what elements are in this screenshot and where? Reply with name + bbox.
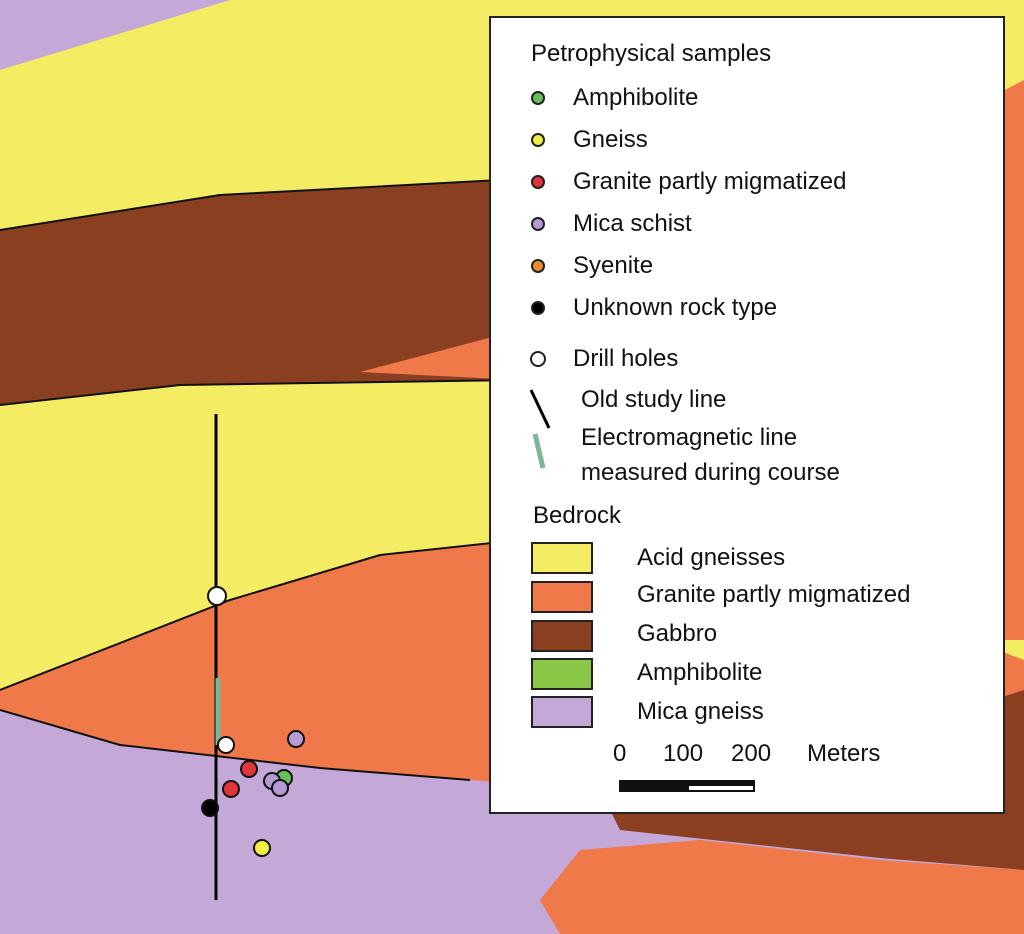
legend-label: Mica gneiss xyxy=(637,698,764,725)
legend-item-sample: Gneiss xyxy=(527,123,648,157)
drill-hole-icon xyxy=(527,348,549,370)
legend-heading-samples: Petrophysical samples xyxy=(531,40,772,67)
geologic-boundary xyxy=(0,379,521,406)
legend-label: Mica schist xyxy=(573,210,692,237)
legend-label: Unknown rock type xyxy=(573,294,778,321)
sample-granite xyxy=(222,780,240,798)
drill-hole xyxy=(217,736,235,754)
yellow-dot-icon xyxy=(527,129,549,151)
legend-label: Drill holes xyxy=(573,345,679,372)
line-symbols-icon xyxy=(529,389,551,469)
legend-label: Syenite xyxy=(573,252,654,279)
swatch-mica-gneiss xyxy=(531,696,593,728)
legend-label: Granite partly migmatized xyxy=(637,581,911,608)
legend-label: Granite partly migmatized xyxy=(573,168,847,195)
sample-unknown xyxy=(201,799,219,817)
sample-mica-schist xyxy=(287,730,305,748)
geologic-boundary xyxy=(0,539,521,691)
geologic-boundary xyxy=(0,179,501,231)
legend-item-sample: Granite partly migmatized xyxy=(527,165,846,199)
legend-label: Gabbro xyxy=(637,620,718,647)
swatch-acid-gneisses xyxy=(531,542,593,574)
swatch-granite xyxy=(531,581,593,613)
orange-dot-icon xyxy=(527,255,549,277)
legend-label: Amphibolite xyxy=(637,659,763,686)
sample-mica-schist xyxy=(271,779,289,797)
black-dot-icon xyxy=(527,297,549,319)
scale-unit: Meters xyxy=(807,740,881,767)
sample-gneiss xyxy=(253,839,271,857)
purple-dot-icon xyxy=(527,213,549,235)
green-dot-icon xyxy=(527,87,549,109)
legend-label: Acid gneisses xyxy=(637,544,786,571)
geologic-boundary xyxy=(0,709,471,781)
legend-item-sample: Unknown rock type xyxy=(527,291,777,325)
legend-item-sample: Mica schist xyxy=(527,207,692,241)
legend-item-sample: Amphibolite xyxy=(527,81,698,115)
scale-tick-100: 100 xyxy=(663,740,704,767)
drill-hole xyxy=(207,586,227,606)
legend-item-drill-holes: Drill holes xyxy=(527,342,678,376)
swatch-amphibolite xyxy=(531,658,593,690)
legend-label-em-line: Electromagnetic line xyxy=(581,424,798,451)
legend-label: Amphibolite xyxy=(573,84,699,111)
scale-tick-0: 0 xyxy=(613,740,627,767)
scale-tick-200: 200 xyxy=(731,740,772,767)
map-legend: Petrophysical samples Amphibolite Gneiss… xyxy=(489,16,1005,814)
granite-area-right xyxy=(1005,80,1024,640)
sample-granite xyxy=(240,760,258,778)
red-dot-icon xyxy=(527,171,549,193)
legend-label-old-line: Old study line xyxy=(581,386,727,413)
legend-item-sample: Syenite xyxy=(527,249,653,283)
legend-label: Gneiss xyxy=(573,126,648,153)
scale-bar-segment-1 xyxy=(619,780,687,792)
scale-bar-segment-2 xyxy=(687,780,755,792)
legend-heading-bedrock: Bedrock xyxy=(533,502,622,529)
granite-area-lower xyxy=(540,840,1024,934)
swatch-gabbro xyxy=(531,620,593,652)
legend-label-em-line: measured during course xyxy=(581,459,840,486)
